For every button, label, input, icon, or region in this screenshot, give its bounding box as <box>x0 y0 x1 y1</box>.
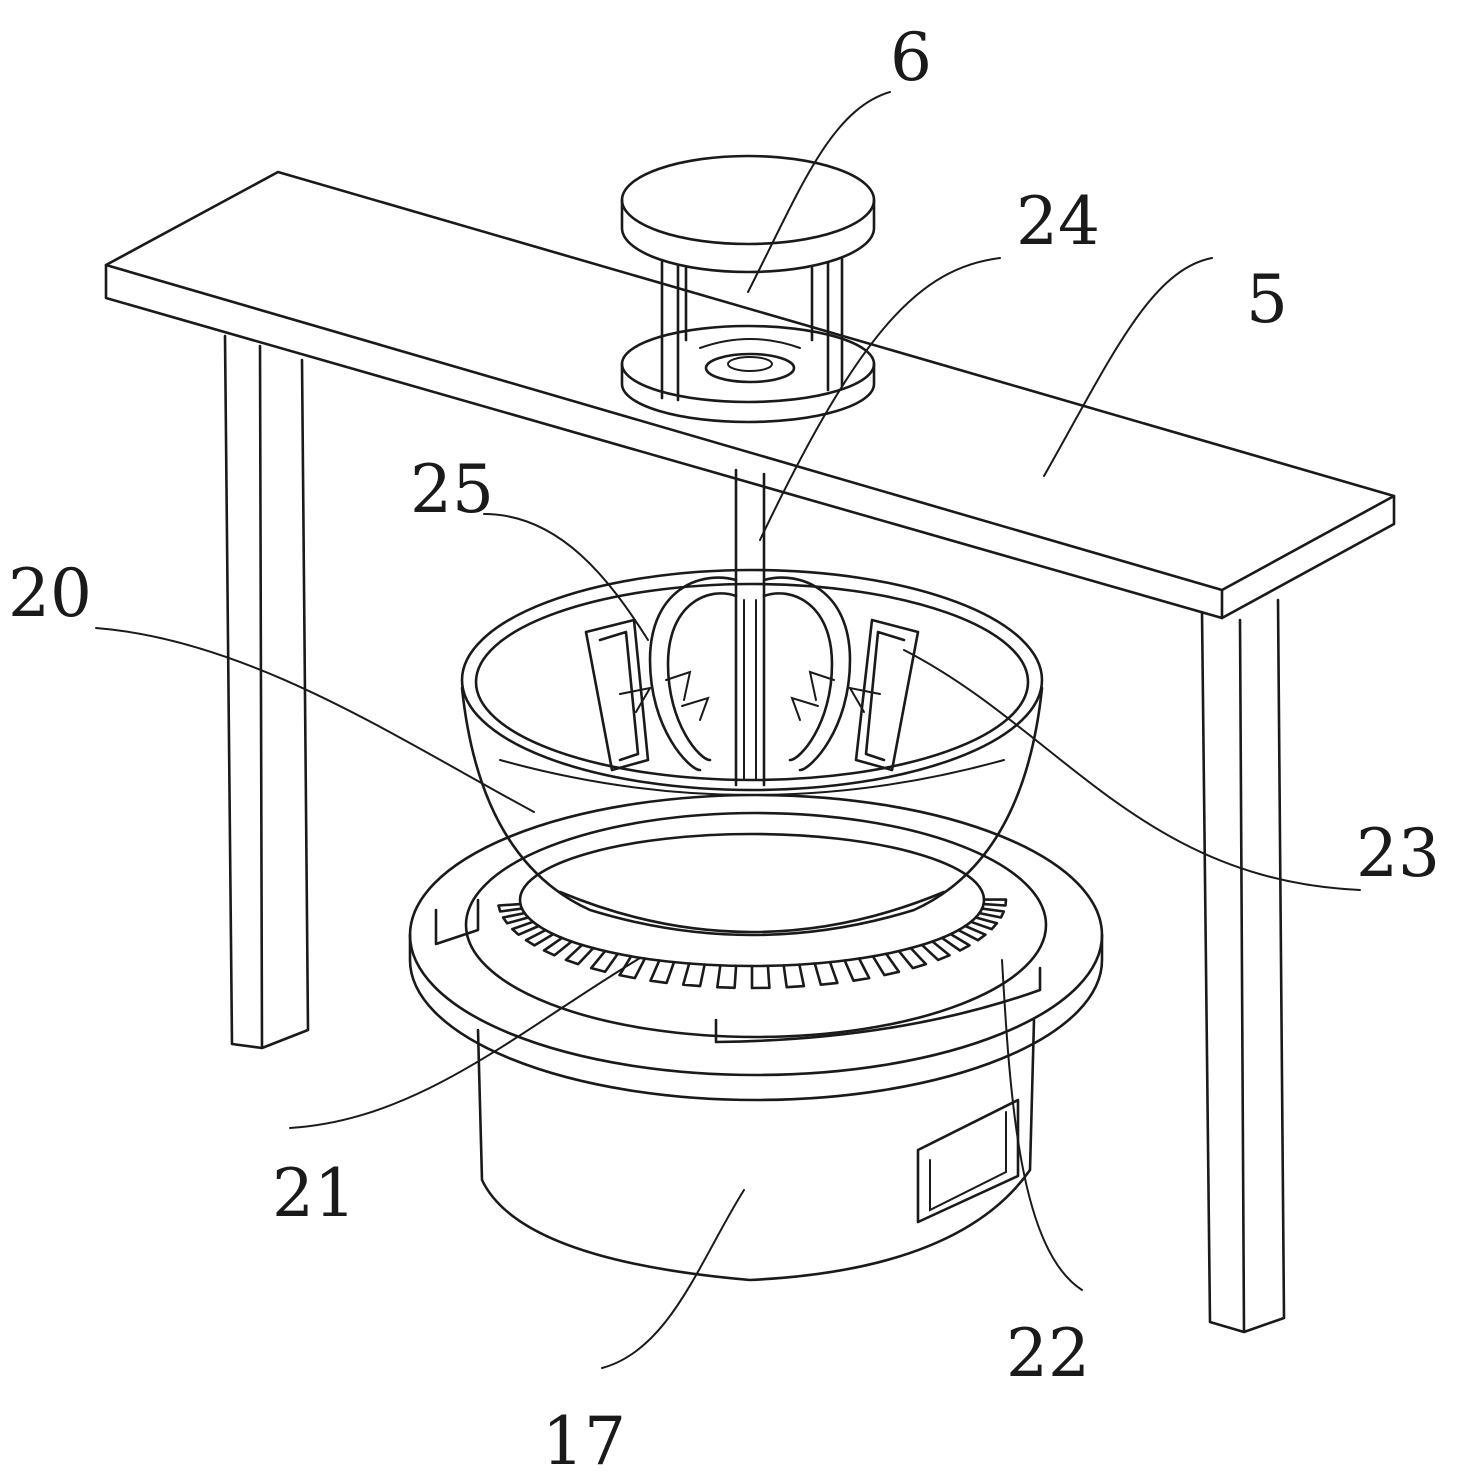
label-17: 17 <box>542 1403 626 1480</box>
label-21: 21 <box>272 1155 356 1232</box>
label-25: 25 <box>410 451 494 528</box>
label-22: 22 <box>1006 1315 1090 1392</box>
leader-6 <box>747 91 891 293</box>
right-leg <box>1200 598 1286 1334</box>
labels: 6 24 5 25 20 23 21 22 17 <box>8 19 1440 1480</box>
stirrers <box>619 576 881 772</box>
leader-22 <box>1001 959 1083 1291</box>
base <box>408 793 1104 1282</box>
label-23: 23 <box>1356 815 1440 892</box>
leader-21 <box>289 957 641 1129</box>
leader-23 <box>903 649 1361 891</box>
leader-24 <box>759 257 1001 541</box>
beam-end <box>1220 494 1396 620</box>
label-5: 5 <box>1246 261 1288 338</box>
label-24: 24 <box>1016 183 1100 260</box>
bowl <box>460 568 1044 937</box>
label-20: 20 <box>8 555 92 632</box>
paddles <box>584 618 920 772</box>
label-6: 6 <box>890 19 932 96</box>
leader-20 <box>95 627 535 813</box>
beam-front <box>104 263 1224 620</box>
leader-lines <box>95 91 1361 1369</box>
frame <box>104 170 1396 1334</box>
leader-25 <box>483 513 649 641</box>
leader-5 <box>1043 257 1213 477</box>
gear-ring <box>497 832 1008 990</box>
shaft <box>734 468 766 787</box>
left-leg <box>223 334 310 1050</box>
motor <box>620 154 876 424</box>
leader-17 <box>601 1189 745 1369</box>
